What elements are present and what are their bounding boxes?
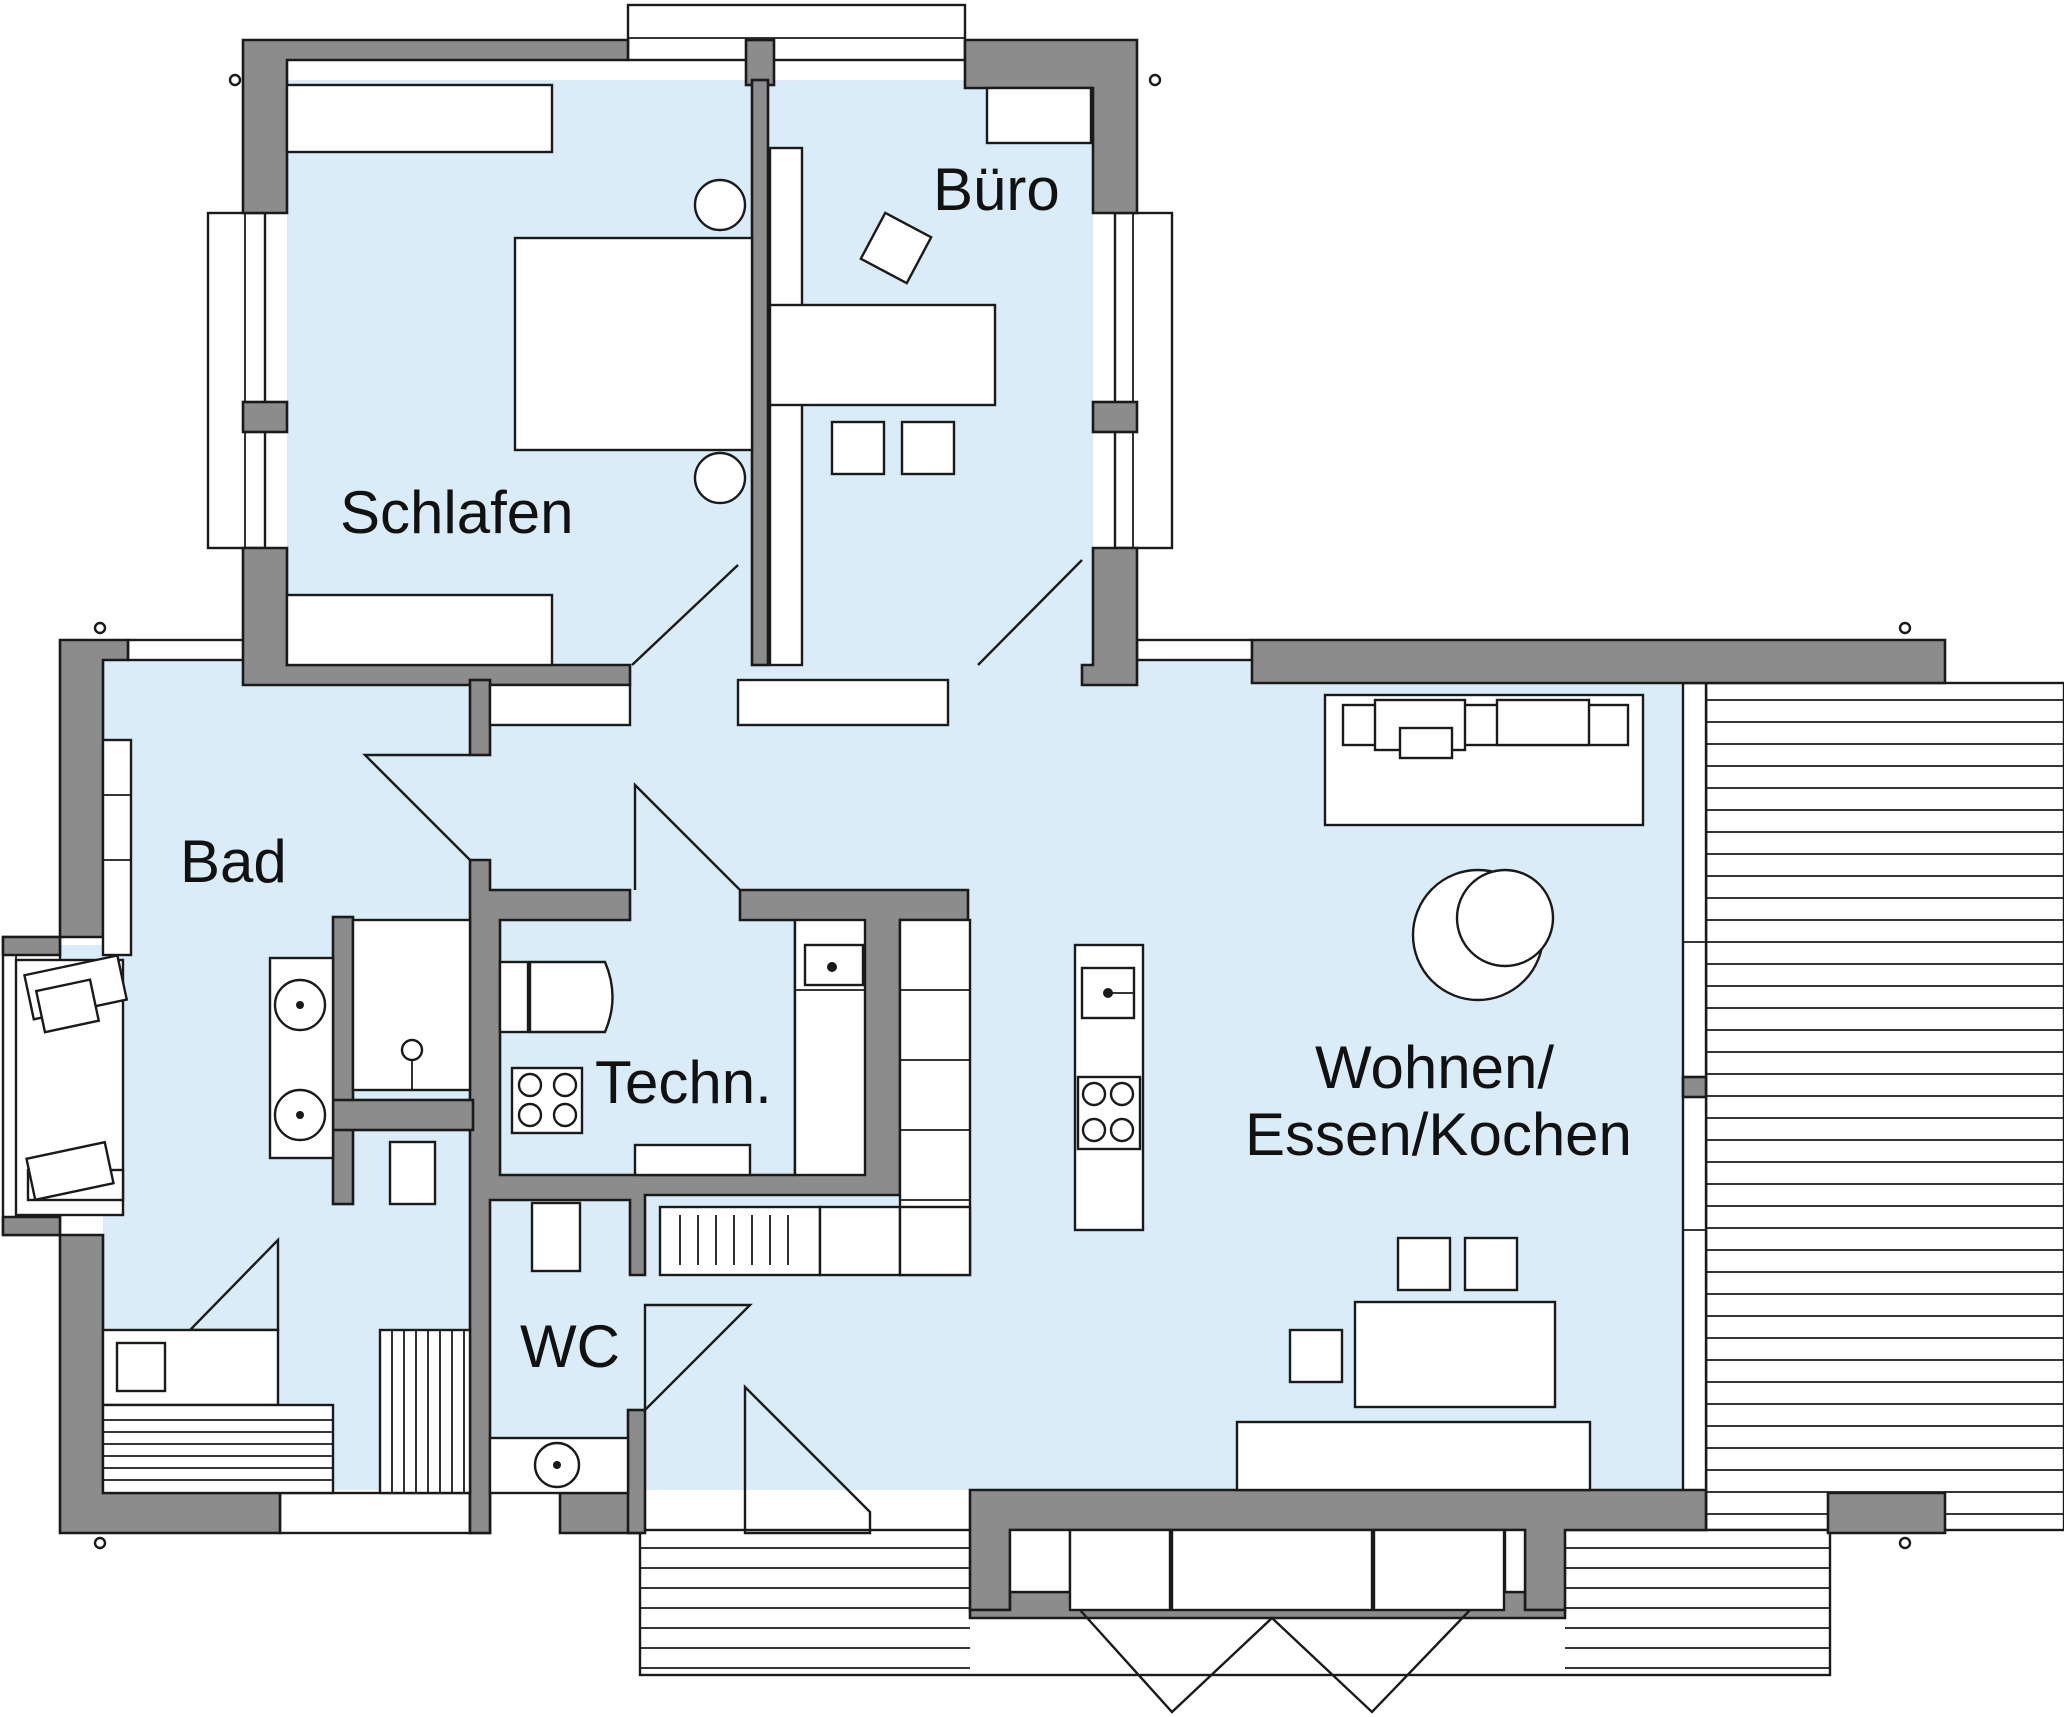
wall-schlafen-buero bbox=[744, 38, 776, 87]
door-wc bbox=[643, 1303, 753, 1413]
techn-boiler-1 bbox=[498, 960, 530, 1034]
bed bbox=[513, 236, 754, 452]
buero-chair bbox=[859, 211, 933, 285]
bad-shelves bbox=[101, 738, 133, 957]
wall-upper-block bbox=[241, 38, 630, 215]
bay-panel-left bbox=[1008, 1528, 1072, 1594]
dining-chair-3 bbox=[1288, 1328, 1344, 1384]
door-schlafen bbox=[631, 564, 739, 666]
sideboard bbox=[1235, 1420, 1592, 1492]
bay-panel-2 bbox=[1170, 1528, 1374, 1612]
bad-shelf-slats bbox=[378, 1328, 472, 1495]
window-buero-right bbox=[1113, 211, 1174, 550]
coffee-table-2 bbox=[1455, 868, 1555, 968]
buero-shelf bbox=[768, 146, 804, 667]
bay-panel-right bbox=[1503, 1528, 1527, 1594]
room-label-bad: Bad bbox=[180, 828, 287, 895]
nightstand-lamp-top bbox=[693, 178, 747, 232]
corner-markers bbox=[93, 73, 1912, 1550]
buero-box-2 bbox=[900, 420, 956, 476]
nightstand-lamp-bottom bbox=[693, 451, 747, 505]
deck-right bbox=[1704, 681, 2064, 1532]
techn-boiler-2 bbox=[528, 960, 614, 1034]
door-buero bbox=[977, 559, 1083, 666]
bay-panel-3 bbox=[1372, 1528, 1506, 1612]
bay-panel-1 bbox=[1068, 1528, 1172, 1612]
wardrobe-bottom bbox=[285, 593, 554, 667]
dining-chair-1 bbox=[1396, 1236, 1452, 1292]
shower-head-icon bbox=[400, 1038, 424, 1062]
wc-wall-shelf bbox=[658, 1205, 822, 1277]
doors bbox=[187, 559, 1471, 1714]
door-bad bbox=[362, 753, 471, 861]
room-label-techn: Techn. bbox=[595, 1049, 772, 1116]
techn-shelf bbox=[633, 1143, 752, 1177]
dining-chair-2 bbox=[1463, 1236, 1519, 1292]
window-bad-top bbox=[126, 638, 248, 662]
wall-main-top-right bbox=[1250, 638, 1947, 685]
buero-cabinet bbox=[985, 86, 1093, 145]
window-schlafen-left bbox=[206, 211, 267, 550]
buero-desk bbox=[768, 303, 997, 407]
window-main-right bbox=[1681, 681, 1708, 1532]
room-labels: Schlafen Büro Bad Techn. WC Wohnen/ Esse… bbox=[180, 156, 1632, 1380]
window-top bbox=[626, 3, 967, 62]
room-label-wc: WC bbox=[520, 1313, 620, 1380]
room-label-wohnen-2: Essen/Kochen bbox=[1245, 1101, 1632, 1168]
room-label-schlafen: Schlafen bbox=[340, 479, 574, 546]
door-techn bbox=[633, 782, 741, 891]
buero-box-1 bbox=[830, 420, 886, 476]
dining-table bbox=[1353, 1300, 1557, 1409]
door-main-bottom bbox=[743, 1384, 872, 1535]
bad-toilet bbox=[388, 1140, 437, 1206]
window-bad-bottom bbox=[278, 1491, 472, 1535]
room-label-wohnen-1: Wohnen/ bbox=[1315, 1034, 1554, 1101]
wardrobe-top bbox=[285, 83, 554, 154]
window-main-top bbox=[1135, 638, 1254, 662]
door-bay-folding bbox=[1079, 1609, 1471, 1714]
wc-cabinet bbox=[530, 1201, 582, 1273]
furniture bbox=[14, 83, 1645, 1612]
room-label-buero: Büro bbox=[933, 156, 1060, 223]
